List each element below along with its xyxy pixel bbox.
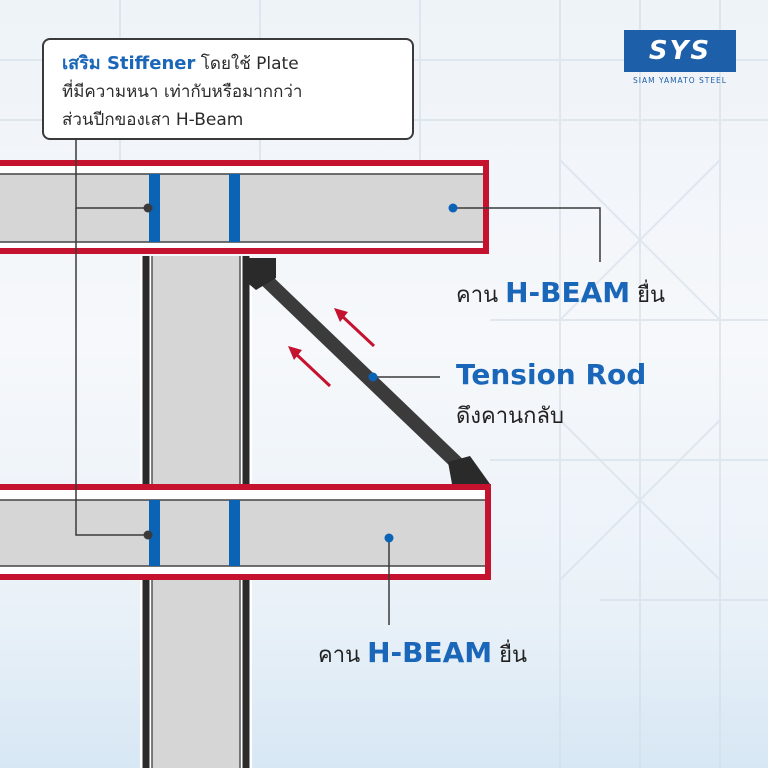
callout-line-2: ที่มีความหนา เท่ากับหรือมากกว่า: [62, 82, 303, 102]
callout-line-1-rest: โดยใช้ Plate: [195, 54, 299, 74]
callout-line-3: ส่วนปีกของเสา H-Beam: [62, 110, 244, 130]
logo-mark: SYS: [624, 30, 736, 72]
rod-end-bottom: [448, 456, 490, 484]
top-beam-label-prefix: คาน: [456, 283, 506, 308]
logo-caption: SIAM YAMATO STEEL: [633, 76, 727, 85]
top-beam-label-highlight: H-BEAM: [505, 276, 631, 309]
bottom-beam-label-suffix: ยื่น: [492, 643, 528, 668]
tension-rod: [244, 258, 490, 484]
tension-rod-subtitle: ดึงคานกลับ: [456, 404, 564, 429]
force-arrows: [288, 308, 376, 388]
stiffener-bottom-right: [229, 500, 240, 566]
stiffener-bottom-left: [149, 500, 160, 566]
stiffener-top-left: [149, 174, 160, 242]
top-beam-label: คาน H-BEAM ยื่น: [456, 276, 665, 312]
leader-dots: [143, 203, 458, 543]
top-beam: [0, 160, 489, 254]
stiffener-callout: เสริม Stiffener โดยใช้ Plate ที่มีความหน…: [42, 38, 414, 140]
bottom-beam-label: คาน H-BEAM ยื่น: [318, 636, 527, 672]
bottom-beam: [0, 484, 491, 580]
bottom-beam-label-prefix: คาน: [318, 643, 368, 668]
rod-end-top: [244, 258, 276, 290]
bottom-beam-label-highlight: H-BEAM: [367, 636, 493, 669]
top-beam-label-suffix: ยื่น: [630, 283, 666, 308]
tension-rod-title: Tension Rod: [456, 358, 647, 391]
callout-highlight: เสริม Stiffener: [62, 53, 196, 74]
callout-line-1: เสริม Stiffener โดยใช้ Plate: [62, 50, 402, 78]
stiffener-top-right: [229, 174, 240, 242]
company-logo: SYS SIAM YAMATO STEEL: [624, 30, 736, 85]
leader-lines: [75, 140, 601, 625]
